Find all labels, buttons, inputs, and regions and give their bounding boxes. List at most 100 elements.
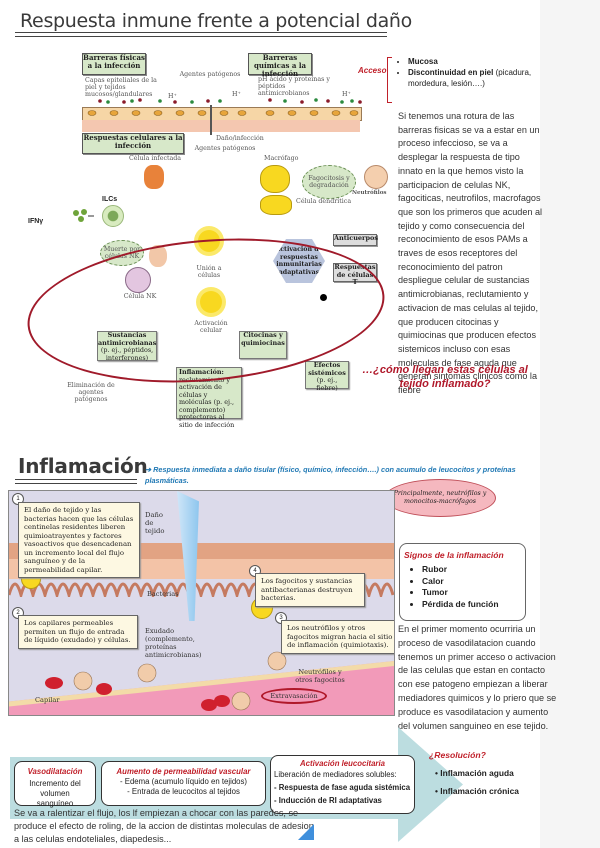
antimicrobial-detail: (p. ej., péptidos, interferones)	[100, 346, 154, 362]
inflammation-title: Inflamación:	[179, 368, 224, 376]
nk-cell-label: Célula NK	[123, 293, 157, 300]
hplus-dots	[98, 98, 362, 104]
cellular-responses-box: Respuestas celulares a la infección	[82, 133, 184, 154]
step-2-note: Los capilares permeables permiten un flu…	[18, 615, 138, 649]
access-item-rest: (picadura, mordedura, lesión….)	[408, 68, 532, 88]
extravasation-label: Extravasación	[261, 688, 327, 704]
binding-cell	[198, 230, 220, 252]
speech-bubble-text: Principalmente, neutrófilos y monocitos-…	[393, 490, 487, 505]
ellipse-dot	[320, 294, 327, 301]
signs-list: Rubor Calor Tumor Pérdida de función	[400, 564, 525, 610]
permeability-line: - Edema (acumulo líquido en tejidos)	[120, 777, 247, 786]
nk-death-cloud: Muerte por células NK	[100, 240, 144, 266]
resolution-title: ¿Resolución?	[429, 750, 486, 760]
sign-item: Rubor	[422, 564, 525, 576]
activation-line: Liberación de mediadores solubles:	[274, 770, 397, 779]
neutrophils-label: Neutrófilos	[352, 190, 387, 196]
extravasation-text: Extravasación	[270, 692, 318, 700]
immune-response-diagram: Barreras físicas a la infección Barreras…	[20, 45, 388, 428]
ph-note: pH ácido y proteínas y péptidos antimicr…	[258, 76, 330, 97]
physical-barriers-box: Barreras físicas a la infección	[82, 53, 146, 75]
access-item-bold: Mucosa	[408, 57, 438, 66]
dermis-layer	[82, 120, 360, 132]
cytokines-label: Citocinas y quimiocinas	[241, 331, 285, 347]
ifny-granules	[73, 209, 94, 222]
inflammation-illustration: 1 El daño de tejido y las bacterias hace…	[8, 490, 395, 716]
cytokines-box: Citocinas y quimiocinas	[239, 331, 287, 359]
right-margin-panel	[540, 0, 600, 848]
inflammation-detail: reclutamiento y activación de células y …	[179, 375, 235, 429]
ifny-label: IFNγ	[28, 218, 44, 225]
antibodies-box: Anticuerpos	[333, 234, 378, 246]
title-underline	[15, 32, 387, 37]
resolution-item-text: Inflamación crónica	[440, 786, 519, 796]
antimicrobial-box: Sustancias antimicrobianas (p. ej., pépt…	[97, 331, 157, 361]
infected-cell-label: Célula infectada	[128, 155, 182, 162]
access-label: Acceso	[358, 66, 387, 75]
hplus-label-2: H⁺	[232, 91, 241, 98]
tissue-damage-label: Daño de tejido	[145, 511, 165, 535]
section2-paragraph: En el primer momento ocurriria un proces…	[398, 624, 557, 731]
step-3-note: Los neutrófilos y otros fagocitos migran…	[281, 620, 394, 654]
sign-item: Tumor	[422, 587, 525, 599]
tcell-responses-box: Respuestas de células T	[333, 263, 377, 286]
ilc-cell	[102, 205, 124, 227]
activation-title: Activación leucocitaria	[300, 759, 385, 768]
epithelial-note: Capas epiteliales de la piel y tejidos m…	[85, 77, 157, 98]
title2-underline	[15, 479, 137, 484]
dying-cell	[149, 245, 167, 267]
red-blood-cells	[45, 651, 287, 711]
inflammation-box: Inflamación: reclutamiento y activación …	[176, 367, 242, 428]
activation-cell	[200, 291, 222, 313]
section1-title: Respuesta inmune frente a potencial daño	[20, 10, 413, 32]
exudate-label: Exudado (complemento, proteínas antimicr…	[145, 627, 202, 659]
access-bracket	[387, 57, 392, 103]
activation-label: Activación celular	[194, 320, 228, 334]
macrophage-label: Macrófago	[264, 155, 299, 162]
dendritic-label: Célula dendrítica	[296, 198, 352, 205]
sign-item: Calor	[422, 576, 525, 588]
sign-item: Pérdida de función	[422, 599, 525, 611]
capillary-label: Capilar	[35, 696, 60, 704]
vasodilatation-text: Incremento del volumen sanguíneo	[29, 779, 81, 808]
speech-bubble: Principalmente, neutrófilos y monocitos-…	[384, 479, 496, 517]
vasodilatation-title: Vasodilatación	[27, 767, 83, 776]
step-1-note: El daño de tejido y las bacterias hacen …	[18, 502, 140, 578]
access-item: Mucosa	[408, 56, 558, 67]
access-list: Mucosa Discontinuidad en piel (picadura,…	[396, 56, 558, 89]
nk-cell	[125, 267, 151, 293]
antimicrobial-title: Sustancias antimicrobianas	[98, 331, 157, 347]
infected-cell	[144, 165, 164, 189]
resolution-item-text: Inflamación aguda	[440, 768, 514, 778]
access-item: Discontinuidad en piel (picadura, morded…	[408, 67, 558, 89]
macrophage-cell	[260, 165, 290, 193]
activation-box: Activación leucocitaria Liberación de me…	[270, 755, 415, 814]
dendritic-cell	[260, 195, 292, 215]
signs-title: Signos de la inflamación	[404, 550, 504, 560]
chemical-barriers-box: Barreras químicas a la infección	[248, 53, 312, 78]
neutrophils-label: Neutrófilos y otros fagocitos	[295, 668, 345, 684]
epithelial-cells	[87, 110, 359, 116]
activation-line: - Inducción de RI adaptativas	[274, 796, 382, 805]
signs-box: Signos de la inflamación Rubor Calor Tum…	[399, 543, 526, 621]
phagocytosis-cloud: Fagocitosis y degradación	[302, 165, 356, 199]
binding-label: Unión a células	[196, 265, 222, 279]
resolution-item: • Inflamación aguda	[435, 768, 514, 778]
pathogens-top-label: Agentes patógenos	[179, 71, 241, 78]
ilcs-label: ILCs	[102, 196, 118, 203]
bacteria-label: Bacterias	[147, 590, 179, 598]
elimination-label: Eliminación de agentes patógenos	[67, 382, 115, 403]
step-4-note: Los fagocitos y sustancias antibacterian…	[255, 573, 365, 607]
wound-crack	[210, 105, 212, 135]
section2-paragraph2: Se va a ralentizar el flujo, los lf empi…	[14, 808, 314, 844]
pathogens-mid-label: Agentes patógenos	[194, 145, 256, 152]
neutrophil-cell	[364, 165, 388, 189]
resolution-item: • Inflamación crónica	[435, 786, 519, 796]
vasodilatation-box: Vasodilatación Incremento del volumen sa…	[14, 761, 96, 808]
systemic-title: Efectos sistémicos	[308, 361, 346, 377]
resolution-block: ¿Resolución? • Inflamación aguda • Infla…	[429, 750, 519, 796]
activation-line: - Respuesta de fase aguda sistémica	[274, 783, 411, 792]
damage-label: Daño/infección	[216, 135, 264, 142]
inflammation-definition: ➔ Respuesta inmediata a daño tisular (fí…	[145, 465, 516, 485]
access-item-bold: Discontinuidad en piel	[408, 68, 494, 77]
